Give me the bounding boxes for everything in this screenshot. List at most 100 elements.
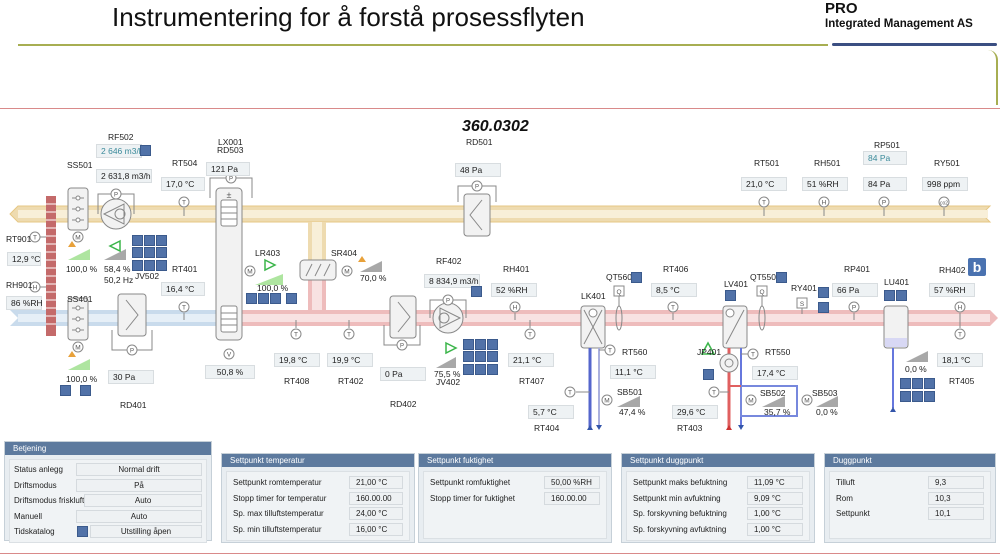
lu401-humidifier[interactable] (883, 305, 909, 412)
rp501-label: RP501 (874, 140, 900, 150)
gear-icon[interactable] (896, 290, 907, 301)
ry401-sensor[interactable] (796, 297, 808, 314)
rf502-setpoint[interactable]: 2 646 m3/h (96, 144, 144, 158)
qt560-sensor[interactable] (613, 285, 625, 331)
search-icon[interactable] (463, 339, 474, 350)
gear-icon[interactable] (258, 293, 269, 304)
rd402-filter[interactable] (383, 295, 421, 346)
clock-icon[interactable] (144, 235, 155, 246)
mode-icon[interactable] (900, 378, 911, 389)
ss401-settings-button[interactable] (80, 385, 91, 396)
stopp-timer-fukt-input[interactable]: 160.00.00 (544, 491, 600, 505)
friskluft-select[interactable]: Auto (84, 494, 202, 508)
ss401-list-button[interactable] (60, 385, 71, 396)
header-divider (18, 44, 828, 46)
sp-min-tilluft-input[interactable]: 16,00 °C (349, 522, 403, 536)
clock-icon[interactable] (77, 526, 88, 538)
ss501-value: 100,0 % (66, 264, 98, 274)
ss401-label: SS401 (67, 294, 93, 304)
settpunkt-temperatur-panel: Settpunkt temperatur Settpunkt romtemper… (221, 453, 415, 543)
svg-text:T: T (608, 348, 612, 355)
person-icon[interactable] (900, 390, 911, 402)
rh401-sensor-icon (509, 301, 521, 320)
gear-icon[interactable] (487, 363, 498, 375)
rt504-sensor-icon (178, 196, 190, 216)
alarm-icon[interactable] (912, 390, 923, 402)
rt404-value: 5,7 °C (528, 405, 574, 419)
search-icon[interactable] (132, 235, 143, 246)
pen-icon[interactable] (132, 247, 143, 259)
setting-icon[interactable] (156, 247, 167, 259)
rd401-label: RD401 (120, 400, 147, 410)
jv402-label: JV402 (436, 377, 461, 387)
rt402-value: 19,9 °C (327, 353, 373, 367)
gear-icon[interactable] (246, 293, 257, 304)
settings-icon[interactable] (286, 293, 297, 304)
ss401-damper[interactable] (67, 297, 89, 341)
gear-icon[interactable] (884, 290, 895, 301)
qt550-label: QT550 (750, 272, 776, 282)
rf502-fan[interactable] (97, 193, 135, 230)
status-value: Normal drift (76, 463, 202, 477)
sp-max-tilluft-input[interactable]: 24,00 °C (349, 507, 403, 521)
ry401-settings-button[interactable] (818, 287, 829, 298)
rf402-value: 8 834,9 m3/h (424, 274, 480, 288)
tidskatalog-value[interactable]: Utstilling åpen (90, 525, 202, 539)
info-icon[interactable] (924, 378, 935, 389)
sb503-value: 0,0 % (816, 407, 838, 417)
bell-icon[interactable] (487, 339, 498, 350)
bell-icon[interactable] (156, 235, 167, 246)
qt550-settings-button[interactable] (776, 272, 787, 283)
search-icon[interactable] (270, 293, 281, 304)
ss501-damper[interactable] (67, 187, 89, 231)
trend-icon[interactable] (132, 259, 143, 271)
sp-forsk-avfukt-input[interactable]: 1,00 °C (747, 522, 803, 536)
sp-romfukt-input[interactable]: 50,00 %RH (544, 476, 600, 490)
trend-icon[interactable] (463, 363, 474, 375)
qt560-settings-button[interactable] (631, 272, 642, 283)
svg-text:M: M (804, 398, 809, 405)
lv401-label: LV401 (724, 279, 748, 289)
rf502-pressure-icon (110, 188, 122, 200)
svg-text:T: T (294, 332, 298, 339)
setting-icon[interactable] (487, 351, 498, 363)
rp401-sensor-icon (848, 301, 860, 320)
lv401-settings-button[interactable] (725, 290, 736, 301)
setting-icon[interactable] (144, 259, 155, 271)
rf502-settings-button[interactable] (140, 145, 151, 156)
sr404-damper[interactable] (299, 259, 337, 281)
sp-romtemp-input[interactable]: 21,00 °C (349, 476, 403, 490)
clock-icon[interactable] (475, 339, 486, 350)
manuell-select[interactable]: Auto (76, 509, 202, 523)
setting-icon[interactable] (475, 363, 486, 375)
jp401-settings-button[interactable] (703, 369, 714, 380)
gear-icon[interactable] (156, 259, 167, 271)
ry401-gear-button[interactable] (818, 302, 829, 313)
rd401-filter[interactable] (111, 293, 153, 351)
lv401-heating-coil[interactable] (719, 305, 798, 430)
pen-icon[interactable] (463, 351, 474, 363)
svg-text:P: P (400, 344, 404, 350)
sp-min-avfukt-input[interactable]: 9,09 °C (747, 491, 803, 505)
alarm-icon[interactable] (924, 390, 935, 402)
lk401-cooling-coil[interactable] (580, 305, 606, 430)
sp-forsk-befukt-input[interactable]: 1,00 °C (747, 507, 803, 521)
info-icon[interactable] (912, 378, 923, 389)
svg-text:T: T (762, 200, 766, 207)
svg-text:H: H (822, 200, 827, 207)
setting-icon[interactable] (475, 351, 486, 363)
b-logo-icon[interactable]: b (968, 258, 986, 276)
stopp-timer-temp-input[interactable]: 160.00.00 (349, 491, 403, 505)
rd501-filter[interactable] (457, 185, 497, 237)
rt550-value: 17,4 °C (752, 366, 798, 380)
driftsmodus-select[interactable]: På (76, 478, 202, 492)
qt550-sensor[interactable] (756, 285, 768, 331)
rp501-setpoint[interactable]: 84 Pa (863, 151, 907, 165)
decorative-curve (988, 50, 998, 105)
setting-icon[interactable] (144, 247, 155, 259)
sb503-motor-icon (801, 394, 813, 406)
rf402-list-button[interactable] (471, 286, 482, 297)
lx001-heat-recovery[interactable]: ± (209, 177, 253, 341)
sp-maks-befukt-input[interactable]: 11,09 °C (747, 476, 803, 490)
